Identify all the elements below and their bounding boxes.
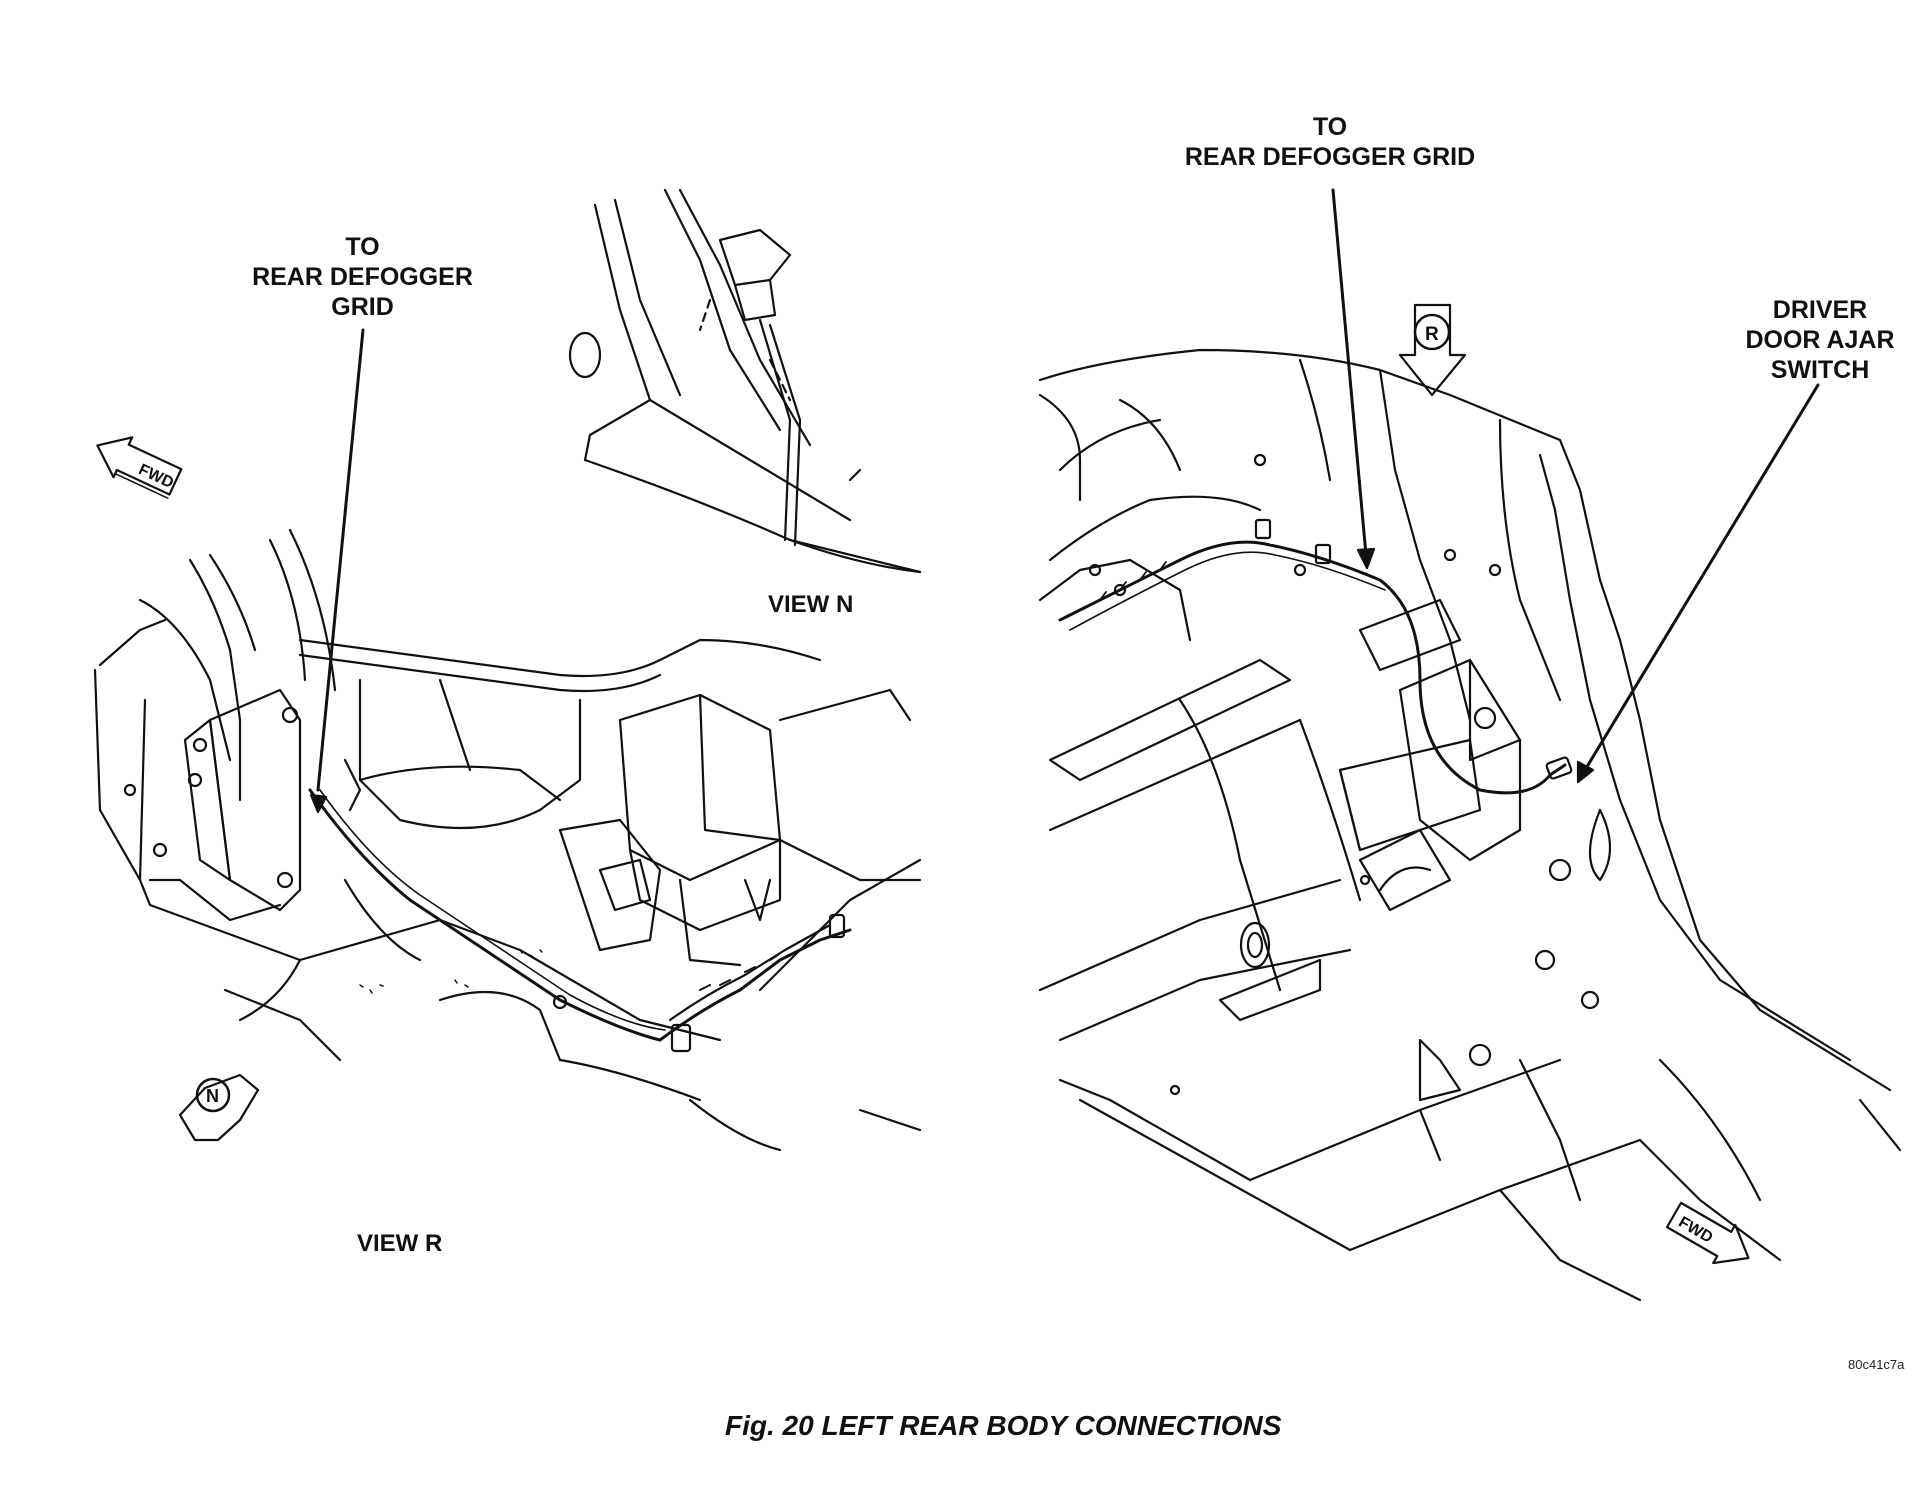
right-defogger-line1: TO [1312,113,1348,141]
left-defogger-line3: GRID [331,293,394,321]
switch-line2: DOOR AJAR [1745,326,1895,354]
view-r-marker-icon: R [1398,303,1467,397]
view-r-marker-text: R [1425,324,1439,345]
fwd-arrow-icon: FWD [96,436,183,499]
view-r-drawing [93,528,922,1152]
switch-line1: DRIVER [1772,296,1868,324]
switch-label: DRIVER DOOR AJAR SWITCH [1720,295,1920,385]
view-n-title: VIEW N [768,591,854,618]
left-defogger-line1: TO [345,233,380,261]
right-defogger-line2: REAR DEFOGGER GRID [1184,143,1476,171]
switch-line3: SWITCH [1770,356,1870,384]
view-r-title: VIEW R [357,1230,443,1257]
left-defogger-leader [309,328,365,814]
left-defogger-line2: REAR DEFOGGER [252,263,473,291]
left-defogger-label: TO REAR DEFOGGER GRID [235,232,490,322]
right-defogger-label: TO REAR DEFOGGER GRID [1165,112,1495,172]
view-n-drawing [568,188,922,574]
right-defogger-leader [1331,188,1376,570]
figure-code: 80c41c7a [1848,1357,1905,1372]
view-n-marker-icon: N [178,1073,260,1142]
right-view-drawing [1038,348,1902,1302]
figure-caption: Fig. 20 LEFT REAR BODY CONNECTIONS [725,1410,1282,1441]
switch-leader [1576,383,1820,784]
view-n-marker-text: N [206,1086,219,1106]
